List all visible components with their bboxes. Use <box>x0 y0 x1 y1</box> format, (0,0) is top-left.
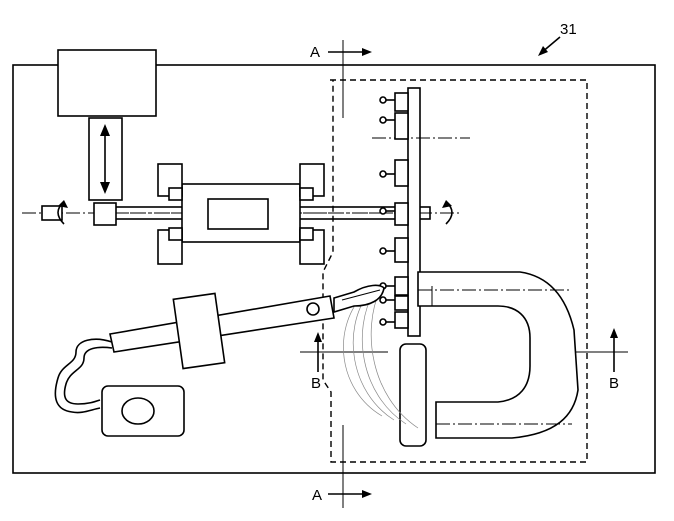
section-line-b <box>300 328 628 372</box>
shaft-carriage <box>157 163 325 265</box>
work-table-outline <box>12 64 656 474</box>
vertical-motion-arrow <box>100 124 110 194</box>
section-label-a-bottom: A <box>312 487 322 504</box>
reference-number: 31 <box>560 21 577 38</box>
work-cell-dashed-boundary <box>322 79 588 463</box>
shaft-coupling <box>93 202 117 226</box>
actuator-housing <box>57 49 157 117</box>
c-frame-welding-gun <box>399 271 579 447</box>
sensor-field-arcs <box>343 289 419 429</box>
shaft-end-stub <box>41 205 63 221</box>
handheld-tool <box>109 284 385 370</box>
part-fixture-plate <box>372 87 470 337</box>
pendant-button <box>121 397 155 425</box>
reference-leader-arrow <box>538 36 561 56</box>
section-line-a <box>328 40 372 508</box>
section-label-a-top: A <box>310 44 320 61</box>
section-label-b-left: B <box>311 375 321 392</box>
section-label-b-right: B <box>609 375 619 392</box>
tool-cable <box>54 338 113 414</box>
